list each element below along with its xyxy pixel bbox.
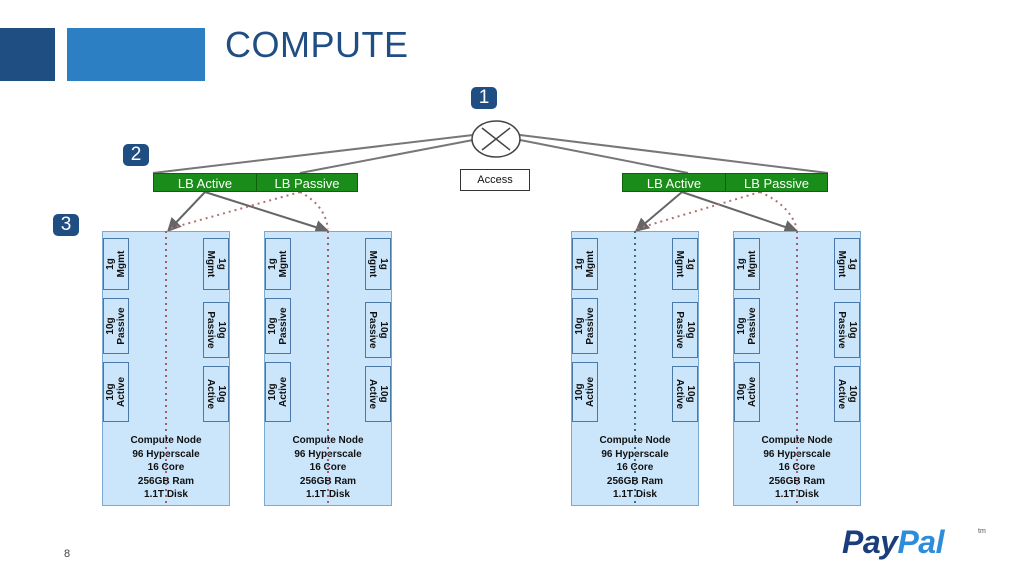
nic-right-active: 10g Active: [203, 366, 229, 422]
lb-dotted-1a: [167, 191, 301, 230]
step-badge-1: 1: [471, 87, 497, 109]
nic-right-passive: 10g Passive: [834, 302, 860, 358]
nic-left-active: 10g Active: [734, 362, 760, 422]
header-block-light: [67, 28, 205, 81]
lb-dotted-2b: [759, 191, 798, 230]
lb-arrow-1a: [167, 191, 206, 233]
nic-left-passive: 10g Passive: [103, 298, 129, 354]
lb-arrow-1b: [204, 191, 330, 234]
nic-left-mgmt: 1g Mgmt: [734, 238, 760, 290]
page-title: COMPUTE: [225, 24, 409, 65]
lb-passive-2: LB Passive: [725, 173, 828, 192]
nic-right-active: 10g Active: [834, 366, 860, 422]
access-label: Access: [460, 169, 530, 191]
nic-left-mgmt: 1g Mgmt: [572, 238, 598, 290]
nic-left-mgmt: 1g Mgmt: [103, 238, 129, 290]
nic-left-active: 10g Active: [265, 362, 291, 422]
nic-right-active: 10g Active: [672, 366, 698, 422]
nic-left-active: 10g Active: [103, 362, 129, 422]
switch-icon: [471, 120, 521, 158]
nic-right-passive: 10g Passive: [203, 302, 229, 358]
trademark-mark: tm: [978, 528, 986, 535]
nic-left-passive: 10g Passive: [734, 298, 760, 354]
nic-left-mgmt: 1g Mgmt: [265, 238, 291, 290]
step-badge-3: 3: [53, 214, 79, 236]
nic-left-active: 10g Active: [572, 362, 598, 422]
page-number: 8: [64, 548, 71, 560]
compute-node-4: 1g Mgmt 10g Passive 10g Active 1g Mgmt 1…: [733, 231, 861, 506]
lb-arrow-2b: [681, 191, 799, 234]
nic-right-mgmt: 1g Mgmt: [834, 238, 860, 290]
nic-right-passive: 10g Passive: [672, 302, 698, 358]
switch-line-left-2: [299, 139, 474, 174]
lb-passive-1: LB Passive: [256, 173, 358, 192]
header-block-dark: [0, 28, 55, 81]
switch-line-right-1: [519, 134, 829, 174]
switch-line-right-2: [519, 139, 689, 174]
lb-dotted-1b: [299, 191, 329, 230]
nic-right-mgmt: 1g Mgmt: [365, 238, 391, 290]
nic-left-passive: 10g Passive: [572, 298, 598, 354]
lb-active-1: LB Active: [153, 173, 257, 192]
nic-right-passive: 10g Passive: [365, 302, 391, 358]
step-badge-2: 2: [123, 144, 149, 166]
lb-active-2: LB Active: [622, 173, 726, 192]
nic-right-mgmt: 1g Mgmt: [203, 238, 229, 290]
paypal-logo: PayPal: [842, 524, 944, 560]
nic-left-passive: 10g Passive: [265, 298, 291, 354]
nic-right-active: 10g Active: [365, 366, 391, 422]
nic-right-mgmt: 1g Mgmt: [672, 238, 698, 290]
switch-line-left-1: [152, 134, 474, 174]
lb-arrow-2a: [634, 191, 683, 232]
